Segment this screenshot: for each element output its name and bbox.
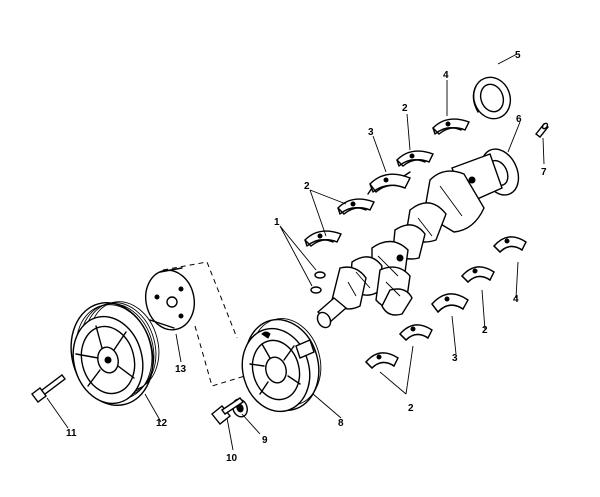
callout-11: 11 <box>66 428 77 439</box>
alignment-dashed-lines <box>162 261 259 387</box>
bearing-shell-upper-2a <box>396 150 434 167</box>
dowel-pin <box>535 122 549 138</box>
bearing-shell-lower-2c <box>365 352 399 369</box>
callout-7: 7 <box>541 167 547 178</box>
bearing-shell-lower-4 <box>493 236 527 253</box>
crankshaft <box>316 148 520 329</box>
callout-10: 10 <box>226 453 238 464</box>
pulley-bolt <box>31 374 66 403</box>
callout-12: 12 <box>156 418 168 429</box>
callout-2-right: 2 <box>482 325 488 336</box>
callout-1: 1 <box>274 217 280 228</box>
vibration-damper <box>241 318 322 413</box>
callout-13: 13 <box>175 364 187 375</box>
callout-6: 6 <box>516 114 522 125</box>
crankshaft-pulley <box>70 301 160 406</box>
crankshaft-hub <box>145 267 195 331</box>
bearing-shell-lower-2b <box>399 324 433 341</box>
bearing-shell-upper-2b <box>337 198 375 215</box>
callout-5: 5 <box>515 50 521 61</box>
bearing-shell-upper-3 <box>367 171 411 195</box>
rear-main-seal <box>472 76 512 120</box>
callout-3-top: 3 <box>368 127 374 138</box>
callout-2-mid: 2 <box>304 181 310 192</box>
bearing-shell-lower-3 <box>431 293 469 314</box>
bearing-shell-upper-4 <box>432 118 470 135</box>
callout-4-right: 4 <box>513 294 519 305</box>
callout-8: 8 <box>338 418 344 429</box>
leader-lines <box>46 53 545 451</box>
callout-2-bottom: 2 <box>408 403 414 414</box>
callout-labels: 5 4 2 6 3 7 2 1 4 2 3 13 2 8 12 11 9 10 <box>66 50 547 464</box>
callout-9: 9 <box>262 435 268 446</box>
callout-2-top: 2 <box>402 103 408 114</box>
callout-3-right: 3 <box>452 353 458 364</box>
bearing-shell-upper-2c <box>304 230 342 247</box>
callout-4-top: 4 <box>443 70 449 81</box>
damper-bolt <box>211 397 245 425</box>
bearing-shell-lower-2a <box>461 266 495 283</box>
woodruff-keys <box>310 271 326 294</box>
